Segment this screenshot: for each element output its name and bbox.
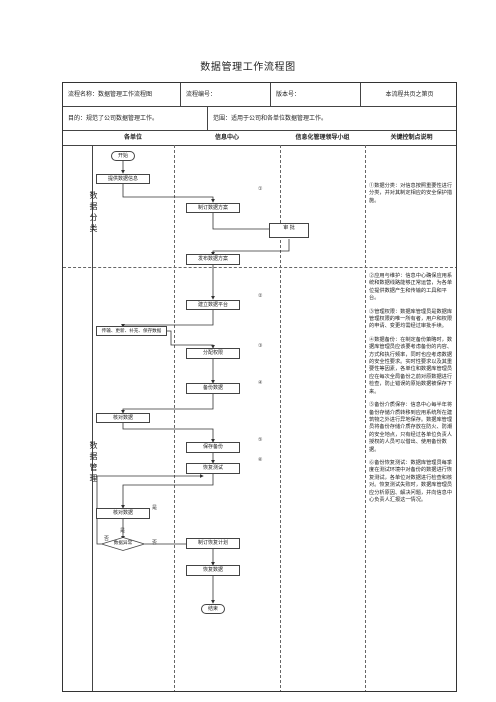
flowchart-table: 流程名称：数据管理工作流程图 流程编号： 版本号： 本流程共页之第页 目的：规范… bbox=[62, 82, 457, 692]
verify-data-node: 核对数据 bbox=[96, 508, 150, 519]
decision-yes-label: 是 bbox=[120, 528, 126, 534]
transfer-data-node: 传输、更新、补充、保存数据 bbox=[96, 326, 167, 336]
process-name-cell: 流程名称：数据管理工作流程图 bbox=[63, 83, 181, 107]
marker-2: ② bbox=[258, 293, 263, 299]
save-backup-node: 保存备份 bbox=[186, 442, 240, 453]
lane-divider-3 bbox=[365, 145, 366, 691]
process-no: 流程编号： bbox=[186, 90, 217, 98]
restore-data-node: 恢复数据 bbox=[186, 565, 240, 576]
marker-5: ⑤ bbox=[258, 437, 263, 443]
scope-cell: 范围：适用于公司和各单位数据管理工作。 bbox=[208, 107, 456, 131]
total-pages: 本流程共页之第页 bbox=[385, 90, 434, 98]
note-5: ⑤备份介质保存：信息中心每半年将备份存储介质转移到应用系统所在建筑物之外进行异地… bbox=[369, 402, 453, 453]
note-6: ⑥备份恢复测试：数据库管理员每季度在测试环境中对备份的数据进行恢复测试，各单位对… bbox=[369, 459, 453, 503]
process-name: 流程名称：数据管理工作流程图 bbox=[68, 90, 153, 98]
purpose: 目的：规范了公司数据管理工作。 bbox=[68, 114, 159, 122]
end-node: 结束 bbox=[201, 604, 225, 614]
draft-plan-node: 制订数据方案 bbox=[186, 203, 240, 213]
lane-leader-group-header: 信息化管理领导小组 bbox=[295, 134, 350, 141]
decision-no-label: 否 bbox=[104, 536, 110, 542]
lane-key-points-header: 关键控制点说明 bbox=[390, 134, 433, 141]
backup-data-node: 备份数据 bbox=[186, 383, 240, 394]
marker-3: ③ bbox=[258, 343, 263, 349]
marker-6: ⑥ bbox=[258, 457, 263, 463]
lane-divider-2 bbox=[280, 145, 281, 691]
flow-connectors bbox=[96, 161, 291, 604]
lane-divider-1 bbox=[174, 145, 175, 691]
note-4: ④数据备份：在制定备份策略时，数据库管理员应该要考虑备份的内容、方式和执行频率，… bbox=[369, 336, 453, 395]
restore-plan-node: 制订恢复计划 bbox=[186, 538, 240, 549]
approve-node: 审 批 bbox=[269, 223, 309, 238]
start-node: 开始 bbox=[111, 151, 135, 161]
lane-info-center-header: 信息中心 bbox=[214, 134, 239, 141]
note-1: ①数据分类：对信息按照重要性进行分类，并对其制定相应的安全保护措施。 bbox=[369, 183, 453, 204]
phase-classify-label: 数据分类 bbox=[89, 191, 98, 235]
phase-column-divider bbox=[92, 145, 93, 691]
check-data-node: 核对数据 bbox=[96, 413, 150, 423]
purpose-cell: 目的：规范了公司数据管理工作。 bbox=[63, 107, 208, 131]
total-pages-cell: 本流程共页之第页 bbox=[361, 83, 456, 107]
lane-unit-header: 各单位 bbox=[123, 134, 142, 141]
process-no-cell: 流程编号： bbox=[181, 83, 271, 107]
version: 版本号： bbox=[276, 90, 301, 98]
phase-manage-label: 数据管理 bbox=[89, 441, 98, 485]
note-3: ③管理权限：数据库管理员是数据库管理权限的唯一所有者，用户和权限的申请、变更均需… bbox=[369, 308, 453, 330]
marker-1: ① bbox=[258, 186, 263, 192]
marker-4: ④ bbox=[258, 380, 263, 386]
page-title: 数据管理工作流程图 bbox=[200, 62, 296, 73]
version-cell: 版本号： bbox=[271, 83, 361, 107]
decision-no-right-label: 否 bbox=[152, 540, 158, 546]
decision-diamond bbox=[101, 537, 145, 551]
scope: 范围：适用于公司和各单位数据管理工作。 bbox=[213, 114, 328, 122]
assign-rights-node: 分配权限 bbox=[186, 348, 240, 359]
lane-header-divider bbox=[63, 145, 456, 146]
decision-label: 数据异常 bbox=[113, 541, 133, 546]
publish-plan-node: 发布数据方案 bbox=[186, 254, 240, 265]
decision-yes-right-label: 是 bbox=[152, 505, 158, 511]
phase-divider bbox=[63, 267, 456, 268]
setup-platform-node: 建立数据平台 bbox=[186, 300, 240, 310]
note-classify: ①数据分类：对信息按照重要性进行分类，并对其制定相应的安全保护措施。 bbox=[369, 183, 453, 211]
submit-info-node: 提供数据信息 bbox=[96, 174, 150, 184]
recovery-test-node: 恢复测试 bbox=[186, 463, 240, 474]
note-2: ②应用与维护：信息中心确保应用系统和数据线路能够正常运营，为各单位提供数据产生和… bbox=[369, 273, 453, 302]
note-manage: ②应用与维护：信息中心确保应用系统和数据线路能够正常运营，为各单位提供数据产生和… bbox=[369, 273, 453, 510]
